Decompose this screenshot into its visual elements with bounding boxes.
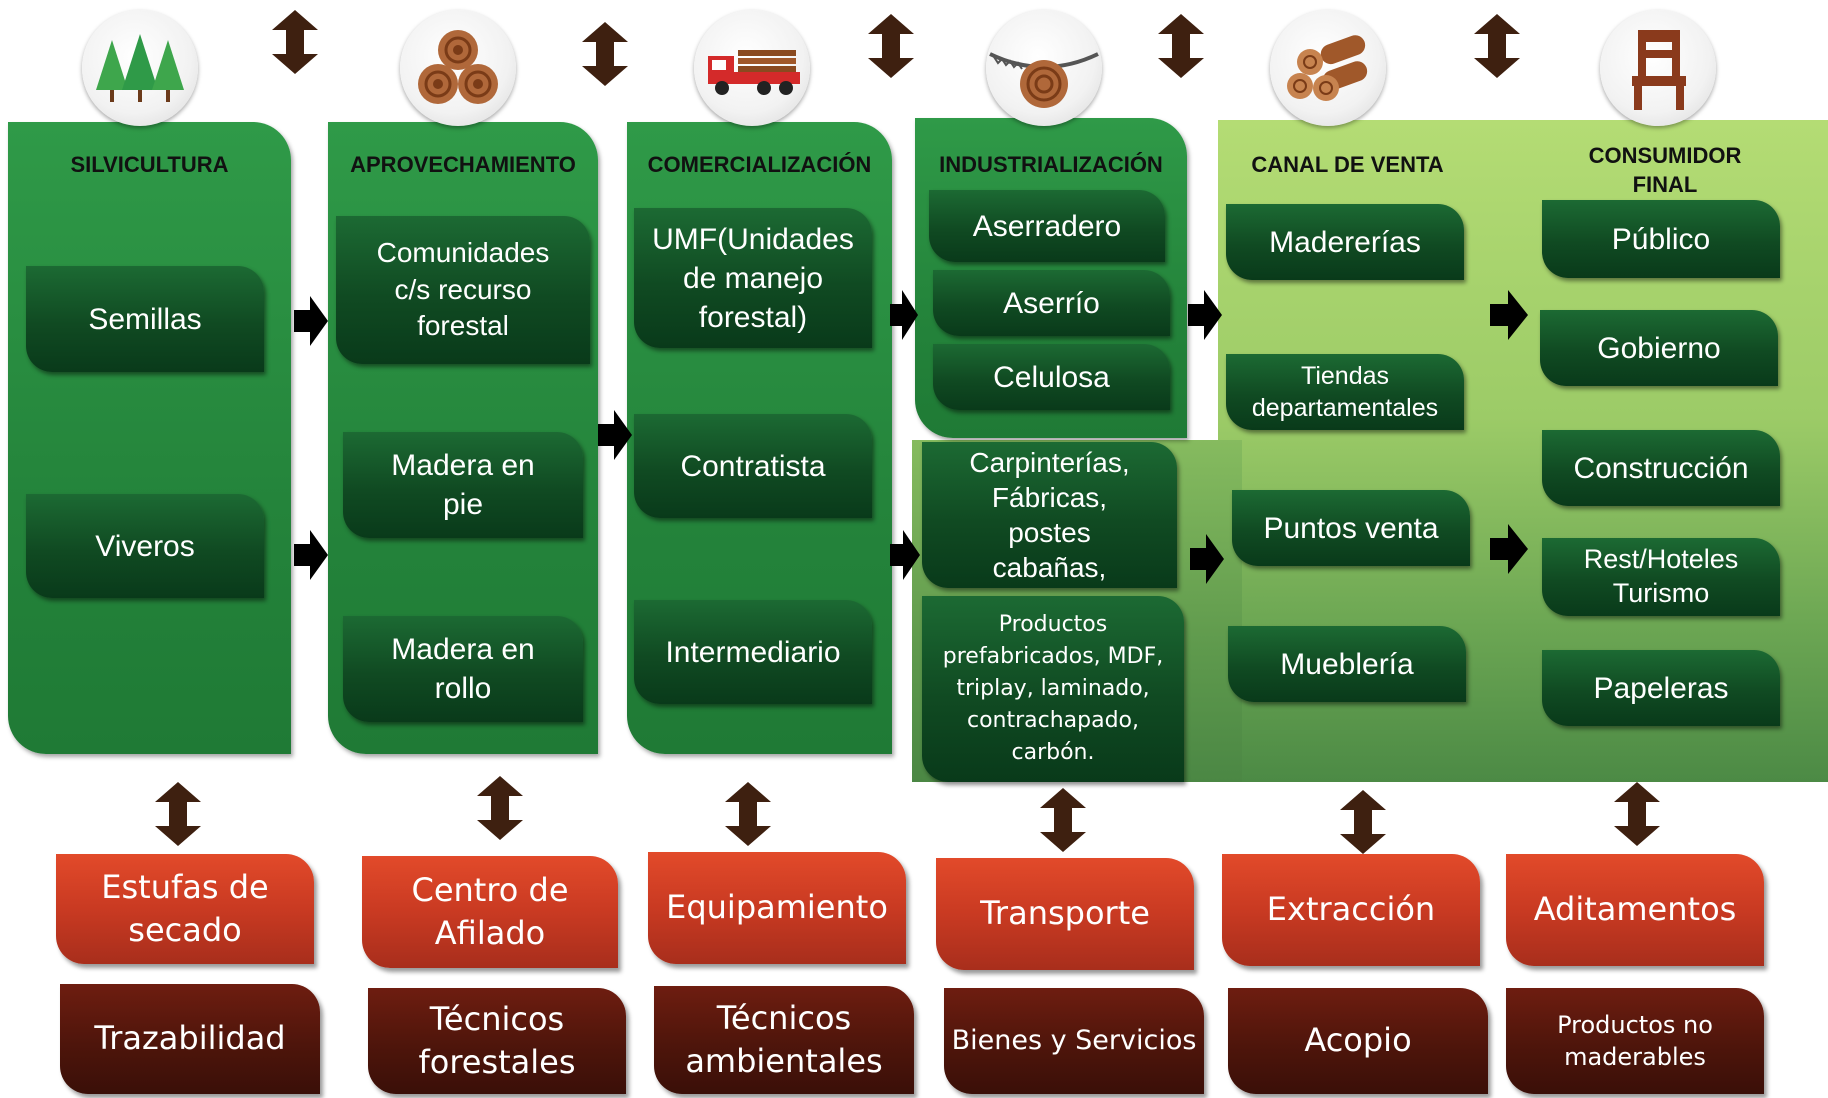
box-muebleria: Mueblería <box>1228 626 1466 702</box>
double-arrow-icon <box>868 14 914 78</box>
support-aditamentos: Aditamentos <box>1506 854 1764 966</box>
right-arrow-icon <box>294 296 328 346</box>
double-arrow-icon <box>272 10 318 74</box>
box-umf: UMF(Unidades de manejo forestal) <box>634 208 872 348</box>
box-carpinterias: Carpinterías, Fábricas, postes cabañas, <box>922 442 1177 588</box>
box-viveros: Viveros <box>26 494 264 598</box>
right-arrow-icon <box>890 290 918 340</box>
box-comunidades: Comunidades c/s recurso forestal <box>336 216 590 364</box>
header-industrializacion: INDUSTRIALIZACIÓN <box>939 152 1163 177</box>
double-arrow-icon <box>155 782 201 846</box>
right-arrow-icon <box>1490 290 1528 340</box>
right-arrow-icon <box>1188 290 1222 340</box>
box-gobierno: Gobierno <box>1540 310 1778 386</box>
box-semillas: Semillas <box>26 266 264 372</box>
support-transporte: Transporte <box>936 858 1194 970</box>
box-rest-hoteles-turismo: Rest/Hoteles Turismo <box>1542 538 1780 616</box>
header-canal-de-venta: CANAL DE VENTA <box>1251 152 1444 177</box>
double-arrow-icon <box>1474 14 1520 78</box>
box-tiendas-departamentales: Tiendas departamentales <box>1226 354 1464 430</box>
box-papeleras: Papeleras <box>1542 650 1780 726</box>
support-equipamiento: Equipamiento <box>648 852 906 964</box>
support-bienes-y-servicios: Bienes y Servicios <box>944 988 1204 1094</box>
double-arrow-icon <box>1158 14 1204 78</box>
sawmill-icon <box>986 10 1102 126</box>
double-arrow-icon <box>1340 790 1386 854</box>
support-tecnicos-ambientales: Técnicos ambientales <box>654 986 914 1094</box>
logging-truck-icon <box>694 10 810 126</box>
log-pile-icon <box>400 10 516 126</box>
support-acopio: Acopio <box>1228 988 1488 1094</box>
double-arrow-icon <box>1614 782 1660 846</box>
box-aserrio: Aserrío <box>933 270 1170 336</box>
header-aprovechamiento: APROVECHAMIENTO <box>350 152 576 177</box>
column-silvicultura <box>8 122 291 754</box>
right-arrow-icon <box>1190 534 1224 584</box>
support-productos-no-maderables: Productos no maderables <box>1506 988 1764 1094</box>
box-celulosa: Celulosa <box>933 344 1170 410</box>
box-puntos-venta: Puntos venta <box>1232 490 1470 566</box>
support-trazabilidad: Trazabilidad <box>60 984 320 1094</box>
double-arrow-icon <box>725 782 771 846</box>
pine-trees-icon <box>82 10 198 126</box>
header-consumidor-final: CONSUMIDOR FINAL <box>1588 143 1742 197</box>
support-centro-de-afilado: Centro de Afilado <box>362 856 618 968</box>
stacked-logs-icon <box>1270 10 1386 126</box>
header-comercializacion: COMERCIALIZACIÓN <box>647 152 872 177</box>
box-publico: Público <box>1542 200 1780 278</box>
box-madererias: Madererías <box>1226 204 1464 280</box>
box-madera-en-rollo: Madera en rollo <box>343 616 583 722</box>
chair-icon <box>1600 10 1716 126</box>
double-arrow-icon <box>582 22 628 86</box>
box-intermediario: Intermediario <box>634 600 872 704</box>
box-contratista: Contratista <box>634 414 872 518</box>
box-construccion: Construcción <box>1542 430 1780 506</box>
header-silvicultura: SILVICULTURA <box>70 152 229 177</box>
right-arrow-icon <box>890 530 920 580</box>
support-tecnicos-forestales: Técnicos forestales <box>368 988 626 1094</box>
support-extraccion: Extracción <box>1222 854 1480 966</box>
double-arrow-icon <box>1040 788 1086 852</box>
box-aserradero: Aserradero <box>929 190 1165 262</box>
right-arrow-icon <box>598 410 632 460</box>
support-estufas-de-secado: Estufas de secado <box>56 854 314 964</box>
double-arrow-icon <box>477 776 523 840</box>
box-productos-prefabricados: Productos prefabricados, MDF, triplay, l… <box>922 596 1184 782</box>
right-arrow-icon <box>294 530 328 580</box>
box-madera-en-pie: Madera en pie <box>343 432 583 538</box>
right-arrow-icon <box>1490 524 1528 574</box>
